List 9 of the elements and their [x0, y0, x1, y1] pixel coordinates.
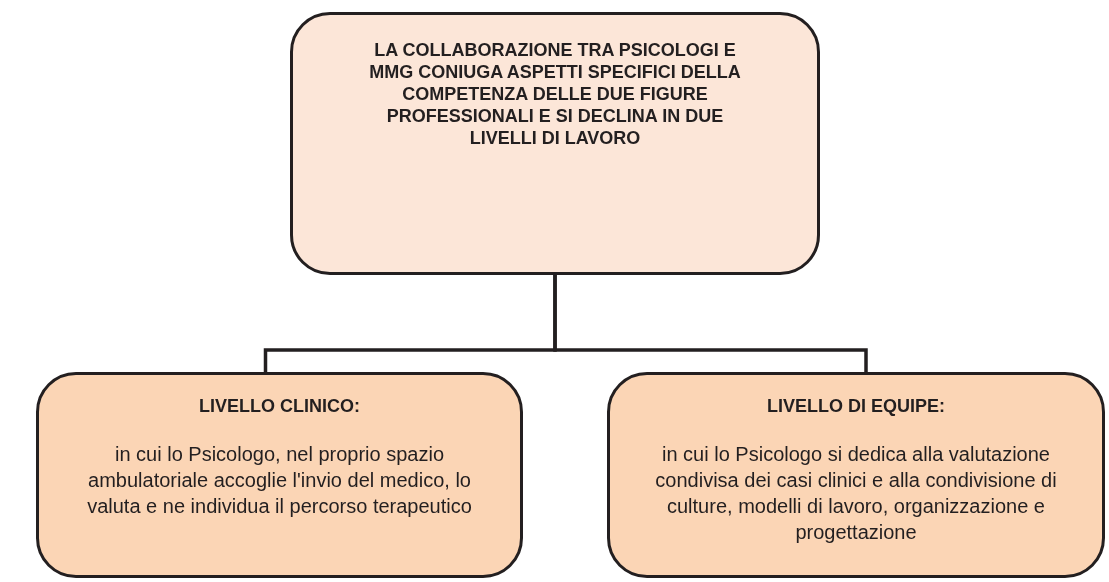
- box-heading: LIVELLO CLINICO:: [199, 395, 360, 417]
- rounded-box: [36, 372, 523, 578]
- rounded-box: [290, 12, 820, 275]
- box-description: in cui lo Psicologo, nel proprio spazio ambulatoriale accoglie l'invio del medico, lo valuta e ne individua il percorso terapeutico: [86, 442, 473, 519]
- box-text: LA COLLABORAZIONE TRA PSICOLOGI E MMG CONIUGA ASPETTI SPECIFICI DELLA COMPETENZA DELLE DUE FIGURE PROFESSIONALI E SI DECLINA IN DUE LIVELLI DI LAVORO: [368, 39, 742, 149]
- box-heading: LIVELLO DI EQUIPE:: [767, 395, 945, 417]
- rounded-box: [607, 372, 1105, 578]
- box-description: in cui lo Psicologo si dedica alla valutazione condivisa dei casi clinici e alla condivisione di culture, modelli di lavoro, organizzazione e progettazione: [654, 442, 1058, 545]
- connector-line: [553, 275, 868, 372]
